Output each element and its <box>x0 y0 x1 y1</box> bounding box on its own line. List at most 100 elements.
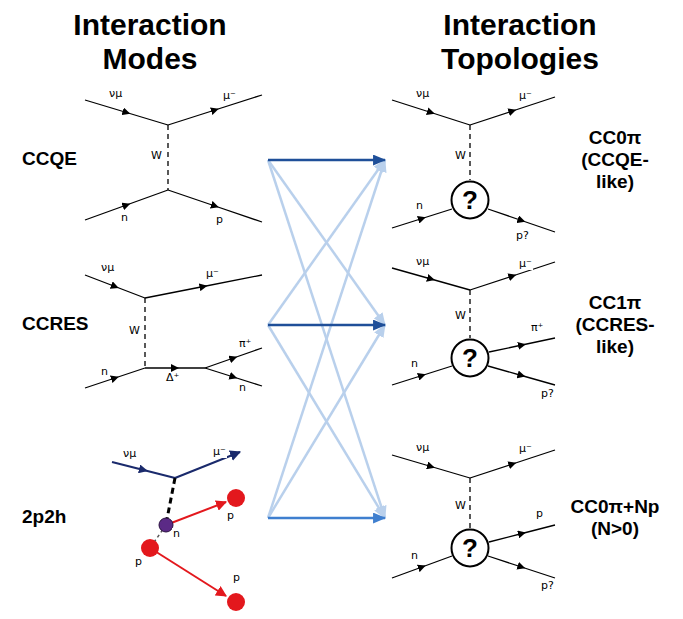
mode-diagram: CCRESνμμ⁻WnΔ⁺π⁺n <box>18 258 268 392</box>
mode-name: 2p2h <box>22 506 66 528</box>
particle-label: νμ <box>415 88 430 100</box>
proton-dot <box>141 539 159 557</box>
fermion-line <box>205 368 262 386</box>
particle-label: p <box>215 214 224 226</box>
particle-label: π⁺ <box>530 322 544 334</box>
particle-label: W <box>150 150 163 162</box>
particle-label: p <box>232 572 241 584</box>
topology-name: CC1π (CCRES- like) <box>560 292 670 358</box>
fermion-line <box>85 275 145 298</box>
delta-line <box>145 367 205 368</box>
particle-label: μ⁻ <box>518 258 533 270</box>
unknown-circle: ? <box>450 180 490 220</box>
topology-diagram: ?CC0π+Np (N>0)νμμ⁻Wnpp? <box>385 446 675 590</box>
proton-dot <box>227 593 245 611</box>
unknown-circle: ? <box>450 338 490 378</box>
fermion-line <box>470 450 555 478</box>
topology-name: CC0π (CCQE- like) <box>560 127 670 193</box>
topology-name: CC0π+Np (N>0) <box>560 496 670 540</box>
particle-label: νμ <box>100 262 115 274</box>
mapping-arrow <box>268 324 385 327</box>
neutrino-line <box>112 462 175 478</box>
particle-label: μ⁻ <box>518 443 533 455</box>
particle-label: μ⁻ <box>222 90 237 102</box>
particle-label: W <box>454 150 467 162</box>
mapping-arrow <box>268 160 385 325</box>
fermion-line <box>489 338 555 352</box>
w-boson <box>469 125 470 180</box>
mapping-arrow <box>268 325 385 518</box>
topology-diagram: ?CC1π (CCRES- like)νμμ⁻Wnπ⁺p? <box>385 258 675 392</box>
neutron-dot <box>159 518 173 532</box>
particle-label: n <box>172 528 181 540</box>
mode-diagram: 2p2h νμ μ⁻ n p p p <box>18 445 268 591</box>
w-boson <box>469 478 470 528</box>
proton-dot <box>227 489 245 507</box>
particle-label: Δ⁺ <box>165 372 180 384</box>
particle-label: n <box>410 550 419 562</box>
particle-label: p? <box>540 580 555 592</box>
mapping-arrow <box>268 325 385 518</box>
particle-label: n <box>100 366 109 378</box>
fermion-line <box>392 366 452 385</box>
particle-label: π⁺ <box>238 338 252 350</box>
fermion-line <box>85 368 145 388</box>
mapping-arrow <box>268 517 385 520</box>
fermion-line <box>392 455 470 478</box>
fermion-line <box>205 348 262 368</box>
question-mark: ? <box>450 528 490 568</box>
fermion-line <box>392 268 470 290</box>
particle-label: μ⁻ <box>212 446 227 458</box>
question-mark: ? <box>450 180 490 220</box>
particle-label: νμ <box>415 442 430 454</box>
w-boson <box>167 478 175 519</box>
particle-label: n <box>120 212 129 224</box>
mapping-arrow <box>268 160 385 518</box>
fermion-line <box>488 556 555 578</box>
particle-label: νμ <box>108 88 123 100</box>
fermion-line <box>85 100 168 125</box>
mode-name: CCQE <box>22 148 77 170</box>
particle-label: p <box>226 510 235 522</box>
mapping-arrow <box>268 159 385 162</box>
particle-label: W <box>128 325 141 337</box>
fermion-line <box>145 275 262 298</box>
particle-label: μ⁻ <box>205 268 220 280</box>
fermion-line <box>488 209 555 232</box>
w-boson <box>469 290 470 338</box>
proton-track <box>166 502 226 525</box>
column-heading: Interaction Modes <box>40 8 260 75</box>
mode-name: CCRES <box>22 313 89 335</box>
fermion-line <box>489 525 555 542</box>
particle-label: νμ <box>415 256 430 268</box>
fermion-line <box>470 262 555 290</box>
mapping-arrow <box>268 160 385 325</box>
mode-diagram: CCQEνμμ⁻Wnp <box>18 92 268 228</box>
particle-label: W <box>454 310 467 322</box>
unknown-circle: ? <box>450 528 490 568</box>
fermion-line <box>392 100 470 125</box>
particle-label: p? <box>515 230 530 242</box>
w-boson <box>144 298 145 368</box>
particle-label: p? <box>540 388 555 400</box>
particle-label: μ⁻ <box>518 90 533 102</box>
fermion-line <box>168 95 262 125</box>
particle-label: p <box>134 556 143 568</box>
particle-label: n <box>410 358 419 370</box>
particle-label: W <box>454 500 467 512</box>
column-heading: Interaction Topologies <box>385 8 655 75</box>
mapping-arrow <box>268 160 385 518</box>
topology-diagram: ?CC0π (CCQE- like)νμμ⁻Wnp? <box>385 85 675 235</box>
fermion-line <box>488 366 555 385</box>
particle-label: n <box>238 382 247 394</box>
particle-label: νμ <box>122 448 137 460</box>
particle-label: n <box>415 200 424 212</box>
proton-track <box>150 548 226 596</box>
question-mark: ? <box>450 338 490 378</box>
particle-label: p <box>535 508 544 520</box>
muon-line <box>175 452 240 478</box>
fermion-line <box>392 556 452 578</box>
